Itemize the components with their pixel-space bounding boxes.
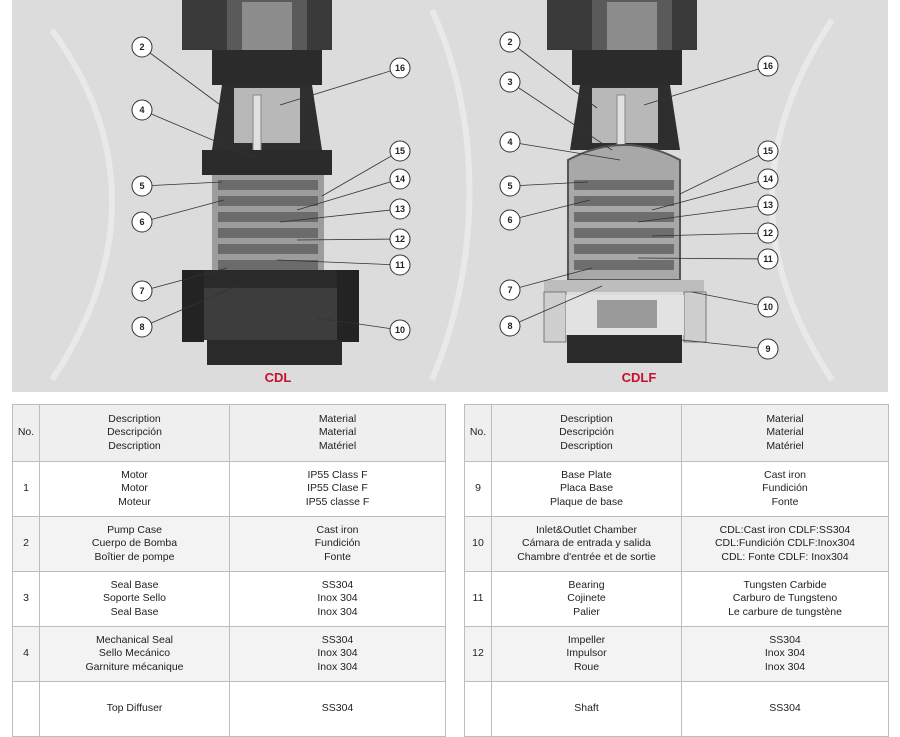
callout-label: 12 [763,228,773,238]
callout-label: 8 [507,321,512,331]
header-description: Description Descripción Description [491,404,682,462]
callout-label: 11 [763,254,773,264]
header-material: Material Material Matériel [681,404,889,462]
callout-label: 2 [507,37,512,47]
callout-label: 10 [763,302,773,312]
row-no: 4 [12,626,40,682]
table-row: Top Diffuser SS304 [12,681,446,737]
callout-label: 3 [507,77,512,87]
parts-table-left: No. Description Descripción Description … [12,404,446,737]
pump-cross-section-figure: 2 4 5 6 7 8 16 15 14 13 12 11 10 2 [12,0,888,392]
callout-label: 9 [765,344,770,354]
callout-label: 11 [395,260,405,270]
callout-label: 16 [763,61,773,71]
cdl-caption: CDL [264,370,292,385]
table-row: Shaft SS304 [464,681,889,737]
callout-label: 15 [395,146,405,156]
callout-label: 8 [139,322,144,332]
callout-label: 2 [139,42,144,52]
callout-label: 4 [139,105,144,115]
callout-label: 10 [395,325,405,335]
cdlf-caption: CDLF [621,370,657,385]
cdlf-pump-drawing [543,0,707,363]
header-no: No. [464,404,492,462]
row-no: 1 [12,461,40,517]
callout-label: 12 [395,234,405,244]
row-no [464,681,492,737]
row-no: 9 [464,461,492,517]
callout-label: 13 [763,200,773,210]
row-no [12,681,40,737]
callout-label: 16 [395,63,405,73]
header-no: No. [12,404,40,462]
callout-label: 5 [139,181,144,191]
callout-label: 5 [507,181,512,191]
cdl-pump-drawing [182,0,359,365]
row-description: Shaft [491,681,682,737]
row-no: 10 [464,516,492,572]
row-no: 3 [12,571,40,627]
row-description: Top Diffuser [39,681,230,737]
header-description: Description Descripción Description [39,404,230,462]
pump-illustration: 2 4 5 6 7 8 16 15 14 13 12 11 10 2 [49,0,835,382]
table-header-row: No. Description Descripción Description … [12,404,446,462]
callout-label: 13 [395,204,405,214]
callout-label: 7 [139,286,144,296]
parts-table-right: No. Description Descripción Description … [464,404,889,737]
row-no: 11 [464,571,492,627]
callout-label: 7 [507,285,512,295]
callout-label: 4 [507,137,512,147]
callout-label: 6 [507,215,512,225]
header-material: Material Material Matériel [229,404,446,462]
callout-label: 14 [763,174,773,184]
callout-label: 14 [395,174,405,184]
row-no: 12 [464,626,492,682]
row-material: SS304 [229,681,446,737]
callout-label: 6 [139,217,144,227]
row-no: 2 [12,516,40,572]
callout-label: 15 [763,146,773,156]
row-material: SS304 [681,681,889,737]
table-header-row: No. Description Descripción Description … [464,404,889,462]
